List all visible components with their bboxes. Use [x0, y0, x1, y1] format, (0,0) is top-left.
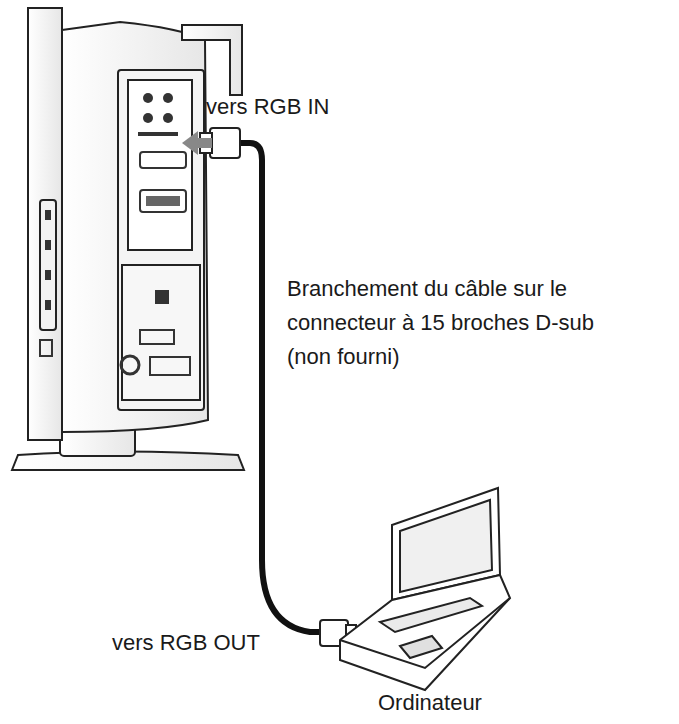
device-label: Ordinateur: [378, 688, 482, 718]
laptop: [340, 488, 510, 690]
note: Branchement du câble sur le connecteur à…: [287, 272, 627, 374]
panel-connectors: [40, 93, 190, 375]
connector-label: vers RGB OUT: [112, 628, 260, 658]
d-sub-plug: [182, 128, 240, 158]
connector-label: vers RGB IN: [206, 92, 329, 122]
monitor: [12, 8, 244, 470]
vga-cable: [238, 143, 322, 632]
